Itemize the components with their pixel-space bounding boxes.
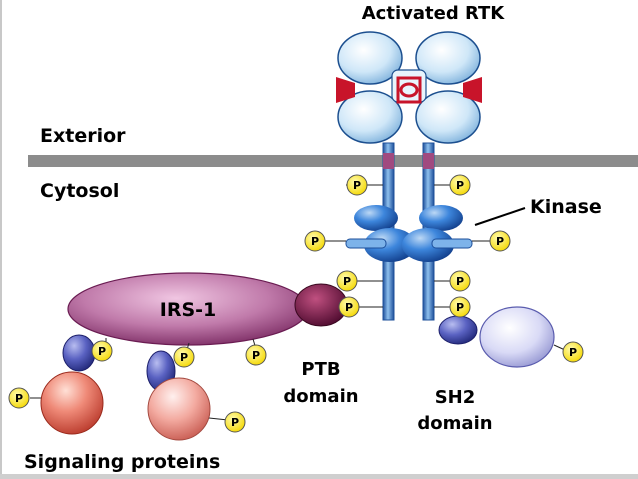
cytosol-label: Cytosol bbox=[40, 180, 119, 202]
kinase-domains bbox=[345, 205, 473, 262]
phosphate-label: P bbox=[456, 179, 464, 192]
sh2-domain bbox=[438, 315, 478, 345]
phosphate-group: P bbox=[173, 346, 195, 368]
phosphate-label: P bbox=[252, 349, 260, 362]
phosphate-group: P bbox=[8, 387, 30, 409]
exterior-label: Exterior bbox=[40, 125, 126, 147]
phosphate-label: P bbox=[456, 301, 464, 314]
sh2-partner-protein bbox=[479, 306, 555, 368]
phosphate-group: P bbox=[449, 174, 471, 196]
phosphate-group: P bbox=[336, 270, 358, 292]
phosphate-label: P bbox=[180, 351, 188, 364]
signaling-protein-2 bbox=[146, 350, 211, 441]
sh2-label-1: SH2 bbox=[435, 387, 476, 408]
phosphate-group: P bbox=[304, 230, 326, 252]
phosphate-group: P bbox=[346, 174, 368, 196]
bottom-rule bbox=[0, 474, 638, 479]
phosphate-group: P bbox=[245, 344, 267, 366]
phosphate-label: P bbox=[15, 392, 23, 405]
phosphate-label: P bbox=[311, 235, 319, 248]
kinase-pointer bbox=[474, 207, 526, 226]
irs1-label: IRS-1 bbox=[160, 299, 217, 321]
kinase-label: Kinase bbox=[530, 196, 602, 218]
phosphate-label: P bbox=[496, 235, 504, 248]
phosphate-label: P bbox=[343, 275, 351, 288]
phosphate-group: P bbox=[449, 270, 471, 292]
sh2-label-2: domain bbox=[417, 413, 492, 434]
signaling-proteins-label: Signaling proteins bbox=[24, 451, 220, 473]
ptb-label-2: domain bbox=[283, 386, 358, 407]
phosphate-label: P bbox=[231, 416, 239, 429]
phosphate-label: P bbox=[98, 345, 106, 358]
phosphate-label: P bbox=[345, 301, 353, 314]
left-border bbox=[0, 0, 2, 479]
phosphate-group: P bbox=[91, 340, 113, 362]
phosphate-label: P bbox=[456, 275, 464, 288]
phosphate-group: P bbox=[224, 411, 246, 433]
phosphate-group: P bbox=[338, 296, 360, 318]
plasma-membrane bbox=[28, 155, 638, 167]
ligand bbox=[336, 76, 482, 104]
signaling-protein-1 bbox=[40, 334, 104, 435]
receptor-extracellular bbox=[337, 31, 481, 144]
title-label: Activated RTK bbox=[362, 3, 506, 24]
phosphate-label: P bbox=[569, 346, 577, 359]
phosphate-group: P bbox=[562, 341, 584, 363]
phosphate-group: P bbox=[489, 230, 511, 252]
ptb-label-1: PTB bbox=[301, 359, 340, 380]
phosphate-label: P bbox=[353, 179, 361, 192]
phosphate-group: P bbox=[449, 296, 471, 318]
